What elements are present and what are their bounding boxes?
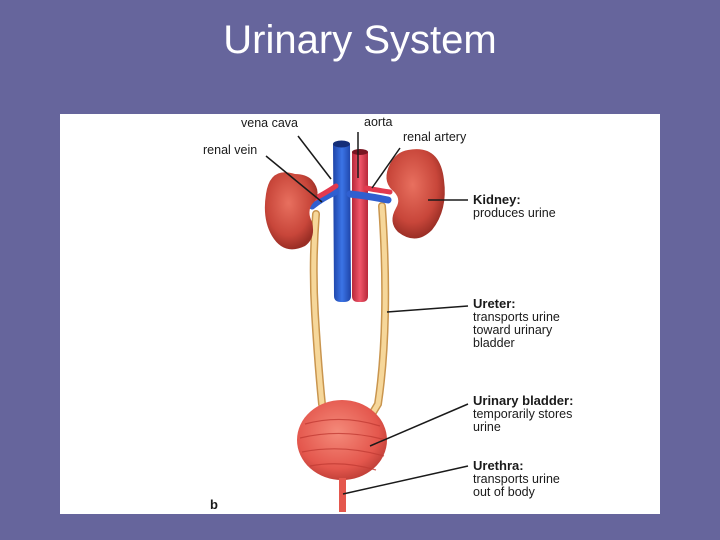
callout-kidney-line: produces urine (473, 206, 556, 220)
urinary-illustration (264, 132, 469, 512)
callout-bladder-head: Urinary bladder: (473, 393, 574, 408)
slide-title: Urinary System (223, 18, 497, 62)
aorta-vessel (352, 152, 368, 302)
label-vena-cava: vena cava (241, 116, 298, 130)
callout-bladder: Urinary bladder: temporarily stores urin… (473, 394, 573, 434)
label-aorta: aorta (364, 115, 393, 129)
vena-cava-vessel (333, 144, 351, 302)
callout-ureter-line: transports urine (473, 310, 560, 324)
callout-urethra: Urethra: transports urine out of body (473, 459, 560, 499)
label-renal-vein: renal vein (203, 143, 258, 157)
right-kidney (386, 149, 445, 239)
callout-bladder-line: temporarily stores (473, 407, 573, 421)
urinary-bladder (297, 400, 387, 480)
panel-letter: b (210, 497, 218, 512)
callout-ureter-line: bladder (473, 336, 515, 350)
callout-ureter-line: toward urinary (473, 323, 553, 337)
callout-ureter-head: Ureter: (473, 296, 516, 311)
urethra (339, 478, 346, 512)
callout-kidney: Kidney: produces urine (473, 193, 556, 220)
urinary-diagram: vena cava aorta renal artery renal vein … (60, 114, 660, 514)
callout-bladder-line: urine (473, 420, 501, 434)
callout-urethra-line: out of body (473, 485, 535, 499)
callout-urethra-head: Urethra: (473, 458, 524, 473)
label-renal-artery: renal artery (403, 130, 467, 144)
left-kidney (264, 172, 318, 250)
callout-kidney-head: Kidney: (473, 192, 521, 207)
callout-urethra-line: transports urine (473, 472, 560, 486)
callout-ureter: Ureter: transports urine toward urinary … (473, 297, 560, 350)
